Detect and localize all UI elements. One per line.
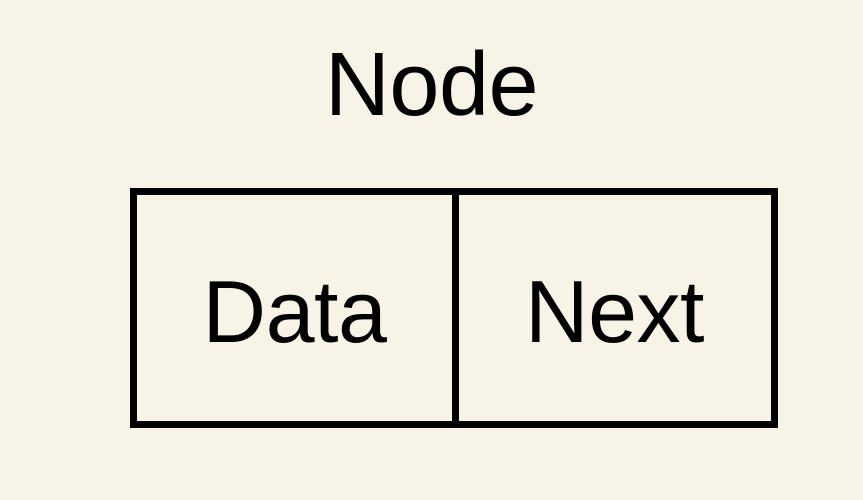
node-field-data-label: Data: [202, 262, 387, 361]
diagram-title: Node: [0, 36, 863, 134]
node-box: Data Next: [130, 188, 778, 428]
node-field-next-label: Next: [525, 262, 704, 361]
node-field-next: Next: [459, 195, 770, 421]
node-field-data: Data: [137, 195, 459, 421]
diagram-title-text: Node: [324, 35, 539, 135]
